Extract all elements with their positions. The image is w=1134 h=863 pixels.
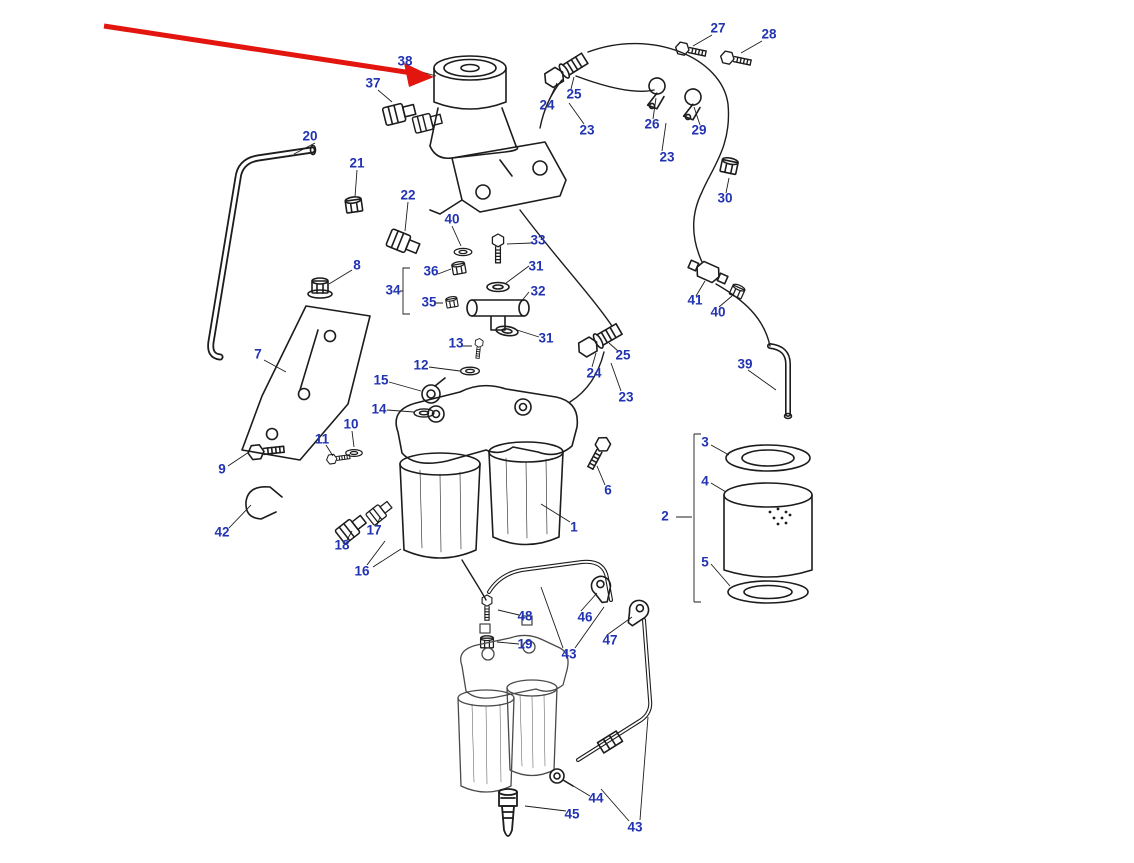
callout-10: 10	[343, 417, 358, 432]
callout-34: 34	[385, 283, 401, 298]
part-fuel-lift-pump	[429, 55, 567, 215]
callout-8: 8	[353, 258, 361, 273]
callout-11: 11	[315, 432, 330, 447]
callout-41: 41	[687, 293, 703, 308]
leader-lines	[227, 34, 777, 822]
part-tube-20	[207, 144, 317, 361]
part-spacer-30	[719, 155, 740, 176]
part-plug-22	[384, 227, 423, 258]
callout-46: 46	[577, 610, 593, 625]
callout-18: 18	[334, 538, 350, 553]
line-art	[207, 40, 813, 837]
callout-31: 31	[538, 331, 554, 346]
callout-45: 45	[564, 807, 580, 822]
callout-31: 31	[528, 259, 544, 274]
callout-44: 44	[588, 791, 604, 806]
callout-27: 27	[710, 21, 725, 36]
part-sensor-45	[498, 788, 518, 837]
part-fuel-lines	[461, 42, 771, 601]
part-bolt-6	[583, 433, 614, 472]
callout-13: 13	[448, 336, 464, 351]
callout-5: 5	[701, 555, 709, 570]
callout-23: 23	[618, 390, 634, 405]
part-pipe-39	[767, 343, 793, 420]
part-pipe-43	[576, 618, 653, 762]
callout-12: 12	[413, 358, 428, 373]
part-outlet-pipe	[479, 559, 653, 649]
callout-40: 40	[710, 305, 725, 320]
callout-48: 48	[517, 609, 533, 624]
part-bracket-7	[241, 305, 371, 461]
callout-39: 39	[737, 357, 752, 372]
callout-1: 1	[570, 520, 578, 535]
callout-30: 30	[717, 191, 732, 206]
callout-4: 4	[701, 474, 709, 489]
callout-6: 6	[604, 483, 612, 498]
callout-25: 25	[615, 348, 631, 363]
callout-21: 21	[349, 156, 365, 171]
part-connector-41	[687, 259, 747, 300]
callout-19: 19	[517, 637, 532, 652]
part-banjo-bolt-top	[540, 50, 590, 91]
callout-24: 24	[586, 366, 602, 381]
callout-9: 9	[218, 462, 226, 477]
part-filter-assembly	[395, 384, 579, 559]
callout-38: 38	[397, 54, 413, 69]
part-banjo-stack	[413, 337, 484, 418]
callout-26: 26	[644, 117, 660, 132]
callout-22: 22	[400, 188, 415, 203]
callout-25: 25	[566, 87, 582, 102]
callout-2: 2	[661, 509, 669, 524]
callout-29: 29	[691, 123, 706, 138]
part-clip-42	[245, 485, 283, 520]
callout-23: 23	[579, 123, 595, 138]
callout-15: 15	[373, 373, 389, 388]
callout-37: 37	[365, 76, 380, 91]
callout-47: 47	[602, 633, 617, 648]
callout-40: 40	[444, 212, 459, 227]
callout-33: 33	[530, 233, 546, 248]
callout-16: 16	[354, 564, 370, 579]
callout-14: 14	[371, 402, 387, 417]
part-filter-element	[723, 444, 813, 604]
part-lower-assembly	[457, 615, 569, 793]
part-tee-assembly	[444, 233, 530, 338]
part-nut-8	[307, 277, 333, 299]
callout-3: 3	[701, 435, 709, 450]
callout-17: 17	[366, 523, 381, 538]
callout-43: 43	[627, 820, 643, 835]
callout-42: 42	[214, 525, 229, 540]
callout-28: 28	[761, 27, 777, 42]
callout-23: 23	[659, 150, 675, 165]
callout-7: 7	[254, 347, 262, 362]
part-nut-21	[344, 195, 364, 214]
callout-24: 24	[539, 98, 555, 113]
callout-20: 20	[302, 129, 317, 144]
callout-36: 36	[423, 264, 439, 279]
highlight-arrow	[103, 23, 434, 87]
callout-35: 35	[421, 295, 437, 310]
callout-32: 32	[530, 284, 545, 299]
callout-43: 43	[561, 647, 577, 662]
